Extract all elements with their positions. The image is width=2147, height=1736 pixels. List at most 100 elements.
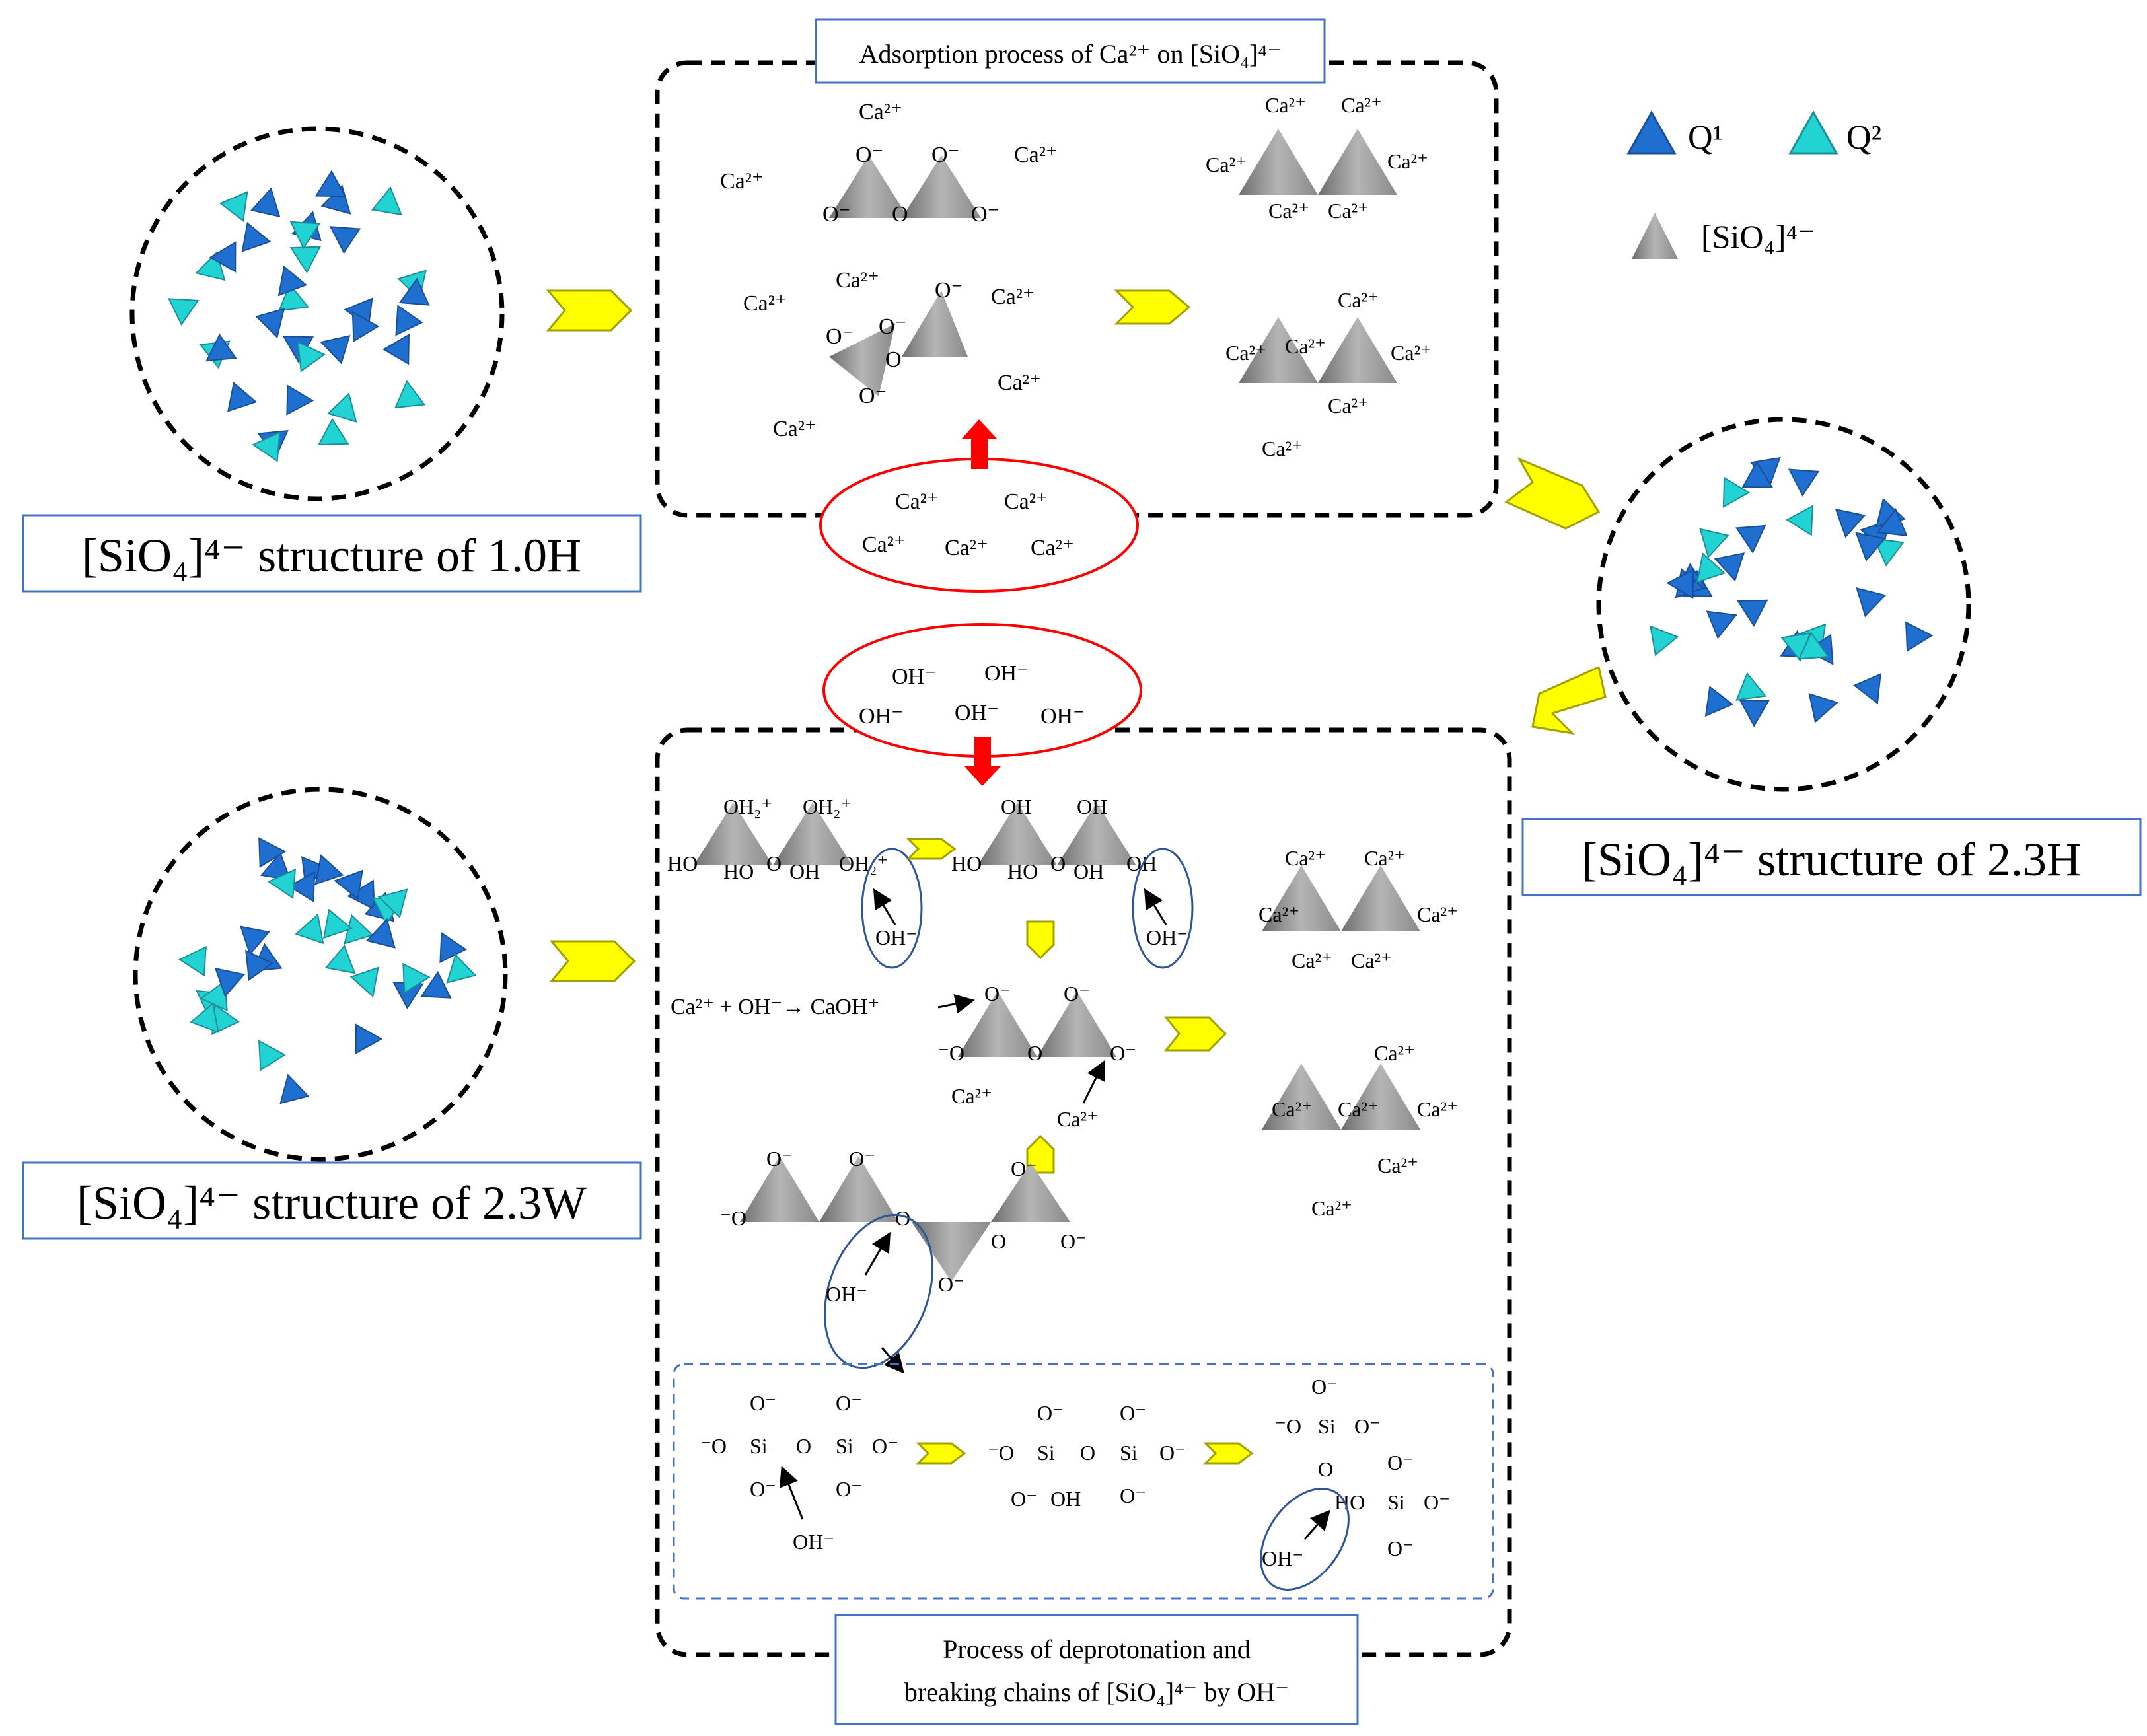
q1-triangle (287, 871, 316, 903)
q2-triangle (258, 1040, 286, 1071)
svg-text:OH⁻: OH⁻ (1262, 1546, 1303, 1570)
label-box-10H: [SiO₄]⁴⁻ structure of 1.0H (22, 514, 642, 593)
ca-ion: Ca²⁺ (1031, 536, 1074, 560)
sio4-tetrahedron (1341, 1064, 1420, 1130)
svg-text:Si: Si (1387, 1490, 1405, 1514)
yellow-arrow (1114, 289, 1191, 325)
sio4-tetrahedron (1262, 865, 1341, 931)
sio4-tetrahedron (978, 803, 1057, 865)
q2-triangle (267, 868, 297, 900)
deprotonation-title-line1: Process of deprotonation and (943, 1634, 1250, 1664)
q1-triangle (1853, 673, 1881, 705)
svg-text:O: O (796, 1434, 811, 1458)
sio4-tetrahedron (1318, 129, 1397, 195)
svg-text:O⁻: O⁻ (836, 1477, 862, 1501)
svg-text:O⁻: O⁻ (1120, 1401, 1146, 1425)
ca-ion: Ca²⁺ (945, 536, 988, 560)
sio4-tetrahedron (991, 1163, 1070, 1222)
ca-ion: Ca²⁺ (1262, 437, 1303, 460)
svg-text:O⁻: O⁻ (750, 1391, 776, 1415)
label-structure-23W: [SiO₄]⁴⁻ structure of 2.3W (77, 1176, 587, 1229)
legend-q2-triangle (1788, 110, 1838, 155)
blue-ellipse (1132, 848, 1194, 969)
o-minus: O⁻ (931, 143, 960, 167)
q2-triangle (1696, 552, 1726, 583)
yellow-arrow (1203, 1442, 1254, 1465)
o-minus: O⁻ (822, 202, 851, 227)
sio4-tetrahedron (1057, 803, 1136, 865)
q2-triangle (327, 392, 357, 423)
sio4-tetrahedron (1318, 317, 1397, 383)
svg-text:O⁻: O⁻ (1037, 1401, 1064, 1425)
svg-text:O⁻: O⁻ (1424, 1490, 1450, 1514)
ca-ion: Ca²⁺ (1364, 846, 1405, 870)
svg-text:Si: Si (1120, 1441, 1138, 1465)
o-minus: O⁻ (1011, 1157, 1037, 1180)
q1-triangle (286, 384, 314, 416)
sio4-tetrahedron (902, 291, 968, 357)
q1-triangle (320, 334, 351, 365)
ca-ion: Ca²⁺ (1285, 334, 1326, 358)
oh-ion: OH⁻ (1040, 704, 1085, 729)
ca-ion: Ca²⁺ (998, 371, 1041, 395)
ca-ion: Ca²⁺ (1377, 1153, 1418, 1177)
q2-triangle (190, 1002, 219, 1034)
ca-ion: Ca²⁺ (1328, 394, 1369, 417)
sio4-tetrahedron (1239, 317, 1318, 383)
red-arrow-down (964, 737, 1001, 786)
svg-text:Si: Si (1318, 1414, 1336, 1438)
svg-text:⁻O: ⁻O (1275, 1414, 1301, 1438)
bond-breaking-box (673, 1363, 1494, 1600)
o-minus: O⁻ (1110, 1041, 1136, 1065)
minus-o: ⁻O (938, 1041, 964, 1065)
svg-text:O⁻: O⁻ (1387, 1451, 1414, 1474)
oh-group: OH (1077, 795, 1107, 818)
ca-ion: Ca²⁺ (836, 268, 879, 293)
svg-text:O⁻: O⁻ (1011, 1487, 1037, 1511)
o-atom: O (1050, 851, 1066, 875)
q1-triangle (227, 381, 258, 412)
svg-text:Si: Si (1037, 1441, 1055, 1465)
q2-triangle (402, 962, 431, 994)
yellow-arrow (916, 1442, 966, 1465)
q1-triangle (1714, 552, 1745, 582)
o-minus: O⁻ (849, 1147, 875, 1171)
sio4-tetrahedron (740, 1156, 819, 1222)
sio4-tetrahedron (1341, 865, 1420, 931)
ca-ion: Ca²⁺ (1292, 949, 1332, 972)
ca-ion: Ca²⁺ (895, 489, 939, 514)
ca-ion: Ca²⁺ (1417, 902, 1458, 926)
ca-ion: Ca²⁺ (1285, 846, 1326, 870)
o-minus: O⁻ (938, 1272, 964, 1296)
q2-triangle (1722, 476, 1751, 509)
q2-triangle (1786, 505, 1813, 536)
ca-ion: Ca²⁺ (859, 100, 902, 124)
q1-triangle (214, 967, 246, 997)
ca-ion: Ca²⁺ (1225, 341, 1266, 365)
q2-triangle (289, 246, 322, 273)
q2-triangle (446, 953, 477, 984)
svg-text:OH⁻: OH⁻ (793, 1530, 834, 1554)
legend-q1-label: Q¹ (1688, 119, 1723, 157)
ca-ion: Ca²⁺ (1417, 1097, 1458, 1121)
q1-triangle (1704, 686, 1734, 717)
q1-triangle (439, 931, 467, 964)
ca-ion: Ca²⁺ (773, 417, 817, 441)
sio4-tetrahedron (958, 991, 1037, 1057)
q1-triangle (1737, 599, 1768, 627)
o-atom: O (892, 202, 908, 227)
o-minus: O⁻ (1064, 982, 1090, 1005)
legend: Q¹ Q² [SiO₄]⁴⁻ (1626, 110, 1881, 259)
yellow-arrow-top-to-23H (1504, 456, 1601, 530)
sio4-tetrahedron (829, 155, 908, 218)
ca-ion: Ca²⁺ (1351, 949, 1392, 972)
o-minus: O⁻ (1060, 1229, 1087, 1253)
q2-triangle (178, 945, 207, 977)
silicate-dimer-2: O⁻ O⁻ ⁻O Si O Si O⁻ O⁻ OH O⁻ (988, 1401, 1186, 1511)
ca-ion: Ca²⁺ (1206, 153, 1247, 176)
label-structure-10H: [SiO₄]⁴⁻ structure of 1.0H (82, 529, 581, 582)
blue-ellipse (823, 1213, 934, 1369)
sio4-tetrahedron (912, 1222, 991, 1282)
yellow-arrow (1163, 1016, 1227, 1052)
q2-triangle (1699, 528, 1729, 559)
